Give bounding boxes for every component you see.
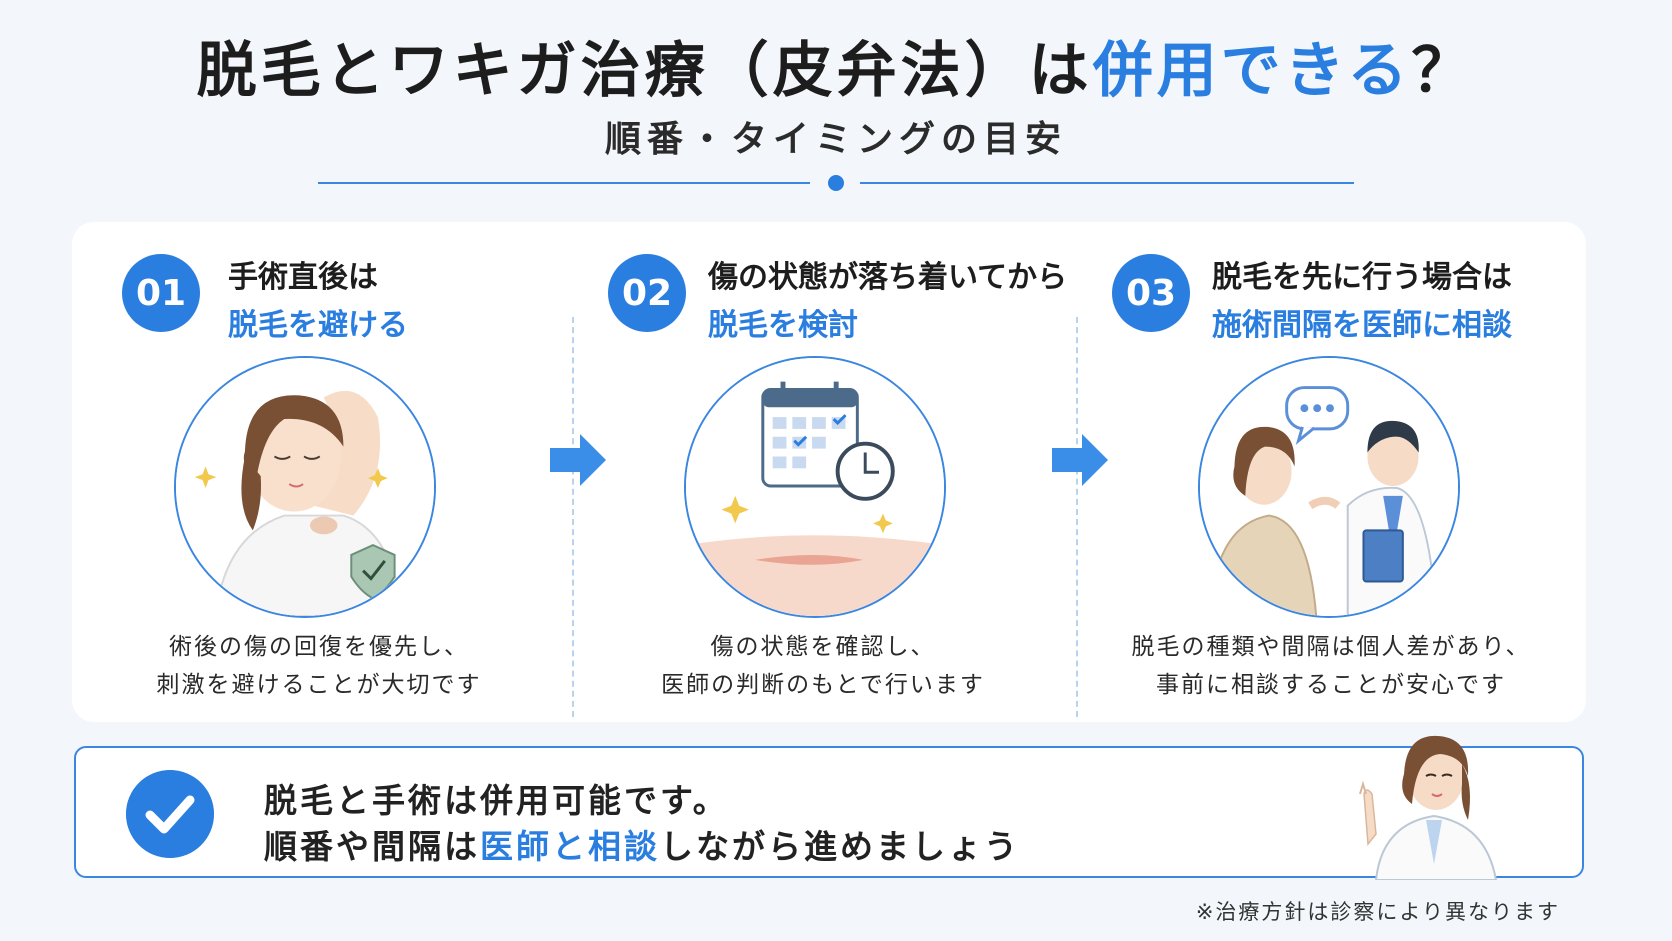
desc-line-1: 術後の傷の回復を優先し、 [169,634,469,660]
divider-left [318,182,810,184]
desc-line-2: 事前に相談することが安心です [1156,672,1506,698]
divider-dot [828,175,844,191]
arrow-right-icon [550,434,606,486]
step-2: 02 傷の状態が落ち着いてから 脱毛を検討 [572,222,1078,722]
step-3: 03 脱毛を先に行う場合は 施術間隔を医師に相談 [1076,222,1586,722]
step-description: 傷の状態を確認し、 医師の判断のもとで行います [588,628,1058,704]
divider-right [860,182,1354,184]
woman-armpit-shield-illustration [174,356,436,618]
summary-line-2-accent: 医師と相談 [480,827,660,866]
desc-line-1: 脱毛の種類や間隔は個人差があり、 [1131,634,1531,660]
step-description: 脱毛の種類や間隔は個人差があり、 事前に相談することが安心です [1096,628,1566,704]
doctor-pointing-illustration [1359,735,1498,880]
step-separator [1076,317,1078,717]
step-1: 01 手術直後は 脱毛を避ける 術後の傷の回復を優先し、 [72,222,568,722]
title-prefix: 脱毛とワキガ治療（皮弁法）は [196,36,1093,106]
calendar-clock-skin-illustration [684,356,946,618]
step-heading-accent: 脱毛を検討 [708,308,858,343]
step-heading-accent: 施術間隔を医師に相談 [1212,308,1512,343]
title-suffix: ？ [1411,36,1476,106]
step-heading-accent: 脱毛を避ける [228,308,408,343]
step-description: 術後の傷の回復を優先し、 刺激を避けることが大切です [84,628,554,704]
summary-line-2-pre: 順番や間隔は [264,827,480,866]
page-subtitle: 順番・タイミングの目安 [604,119,1067,160]
desc-line-1: 傷の状態を確認し、 [710,634,936,660]
doctor-consultation-illustration [1198,356,1460,618]
summary-line-2-post: しながら進めましょう [660,827,1020,866]
step-heading: 手術直後は [228,260,378,295]
step-number: 01 [122,254,200,332]
step-separator [572,317,574,717]
desc-line-2: 医師の判断のもとで行います [661,672,985,698]
page-title: 脱毛とワキガ治療（皮弁法）は併用できる？ [0,22,1672,109]
summary-line-1: 脱毛と手術は併用可能です。 [264,781,729,820]
step-heading: 傷の状態が落ち着いてから [708,260,1068,295]
title-accent: 併用できる [1092,36,1412,106]
step-number: 02 [608,254,686,332]
summary-box: 脱毛と手術は併用可能です。 順番や間隔は医師と相談しながら進めましょう [74,746,1584,878]
step-number: 03 [1112,254,1190,332]
desc-line-2: 刺激を避けることが大切です [156,672,482,698]
arrow-right-icon [1052,434,1108,486]
checkmark-circle-icon [126,770,214,858]
summary-line-2: 順番や間隔は医師と相談しながら進めましょう [264,820,1020,868]
step-heading: 脱毛を先に行う場合は [1212,260,1512,295]
steps-panel: 01 手術直後は 脱毛を避ける 術後の傷の回復を優先し、 [72,222,1586,722]
footnote: ※治療方針は診察により異なります [1195,900,1560,924]
